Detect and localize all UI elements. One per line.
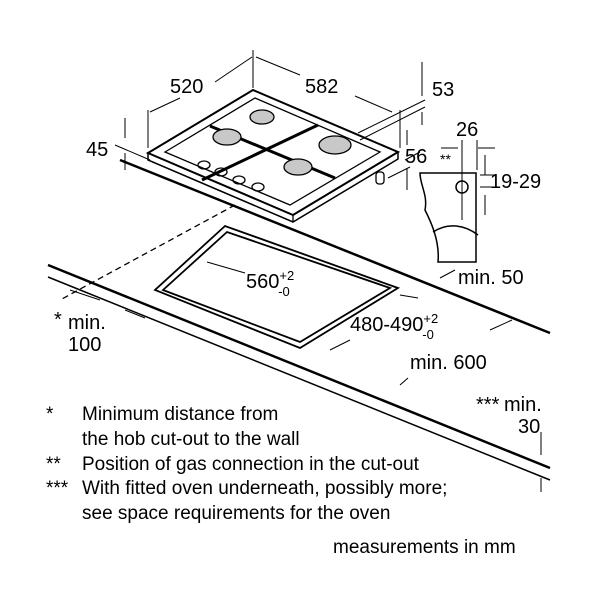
- dim-min-oven-value: 30: [518, 416, 541, 438]
- footnote-marker: *: [46, 404, 54, 425]
- burner: [283, 158, 313, 176]
- footnote-marker: ***: [46, 478, 69, 499]
- footnote-3: *** With fitted oven underneath, possibly…: [46, 479, 447, 498]
- burner: [212, 128, 242, 146]
- tol-plus: +2: [279, 268, 295, 283]
- dim-cutout-depth: 480-490+2-0: [350, 312, 450, 341]
- tol-minus: -0: [422, 327, 434, 342]
- dim-min-back: min. 50: [458, 267, 524, 289]
- footnote-text: With fitted oven underneath, possibly mo…: [82, 478, 448, 499]
- dim-min-worktop: min. 600: [410, 352, 487, 374]
- footnote-2: ** Position of gas connection in the cut-…: [46, 455, 419, 474]
- dim-cutout-width: 560+2-0: [246, 269, 306, 298]
- footnote-1-cont: the hob cut-out to the wall: [82, 429, 300, 450]
- footnote-marker: **: [46, 454, 61, 475]
- cutout-depth-value: 480-490: [350, 314, 424, 336]
- dim-min-wall-value: 100: [68, 334, 102, 356]
- dim-min-oven-marker: ***: [476, 394, 500, 416]
- burner: [249, 109, 275, 125]
- burners: [212, 109, 352, 176]
- dim-foot-height: 56: [405, 146, 428, 168]
- cutout: [153, 224, 401, 350]
- dim-height-rear: 53: [432, 79, 455, 101]
- worktop: [47, 158, 551, 481]
- burner: [318, 135, 352, 155]
- units-note: measurements in mm: [333, 537, 516, 558]
- footnote-3-cont: see space requirements for the oven: [82, 503, 391, 524]
- dim-depth: 520: [170, 76, 204, 98]
- gas-connection-detail: [419, 172, 479, 263]
- dim-min-wall-marker: *: [54, 309, 62, 331]
- gas-marker: **: [440, 151, 451, 167]
- tol-plus: +2: [423, 311, 439, 326]
- control-knobs: [197, 160, 265, 192]
- tol-minus: -0: [278, 284, 290, 299]
- dim-height-front: 45: [86, 139, 109, 161]
- footnote-text: Minimum distance from: [82, 404, 279, 425]
- cutout-width-value: 560: [246, 271, 280, 293]
- dimension-lines: [69, 50, 542, 492]
- dim-gas-height: 19-29: [490, 171, 542, 193]
- dim-min-wall-label: min.: [68, 312, 106, 334]
- footnote-1: * Minimum distance from: [46, 405, 278, 424]
- footnote-text: Position of gas connection in the cut-ou…: [82, 454, 419, 475]
- hob: [145, 88, 401, 223]
- dim-min-oven-label: min.: [504, 394, 542, 416]
- dim-gas-offset: 26: [456, 119, 479, 141]
- dim-width: 582: [305, 76, 339, 98]
